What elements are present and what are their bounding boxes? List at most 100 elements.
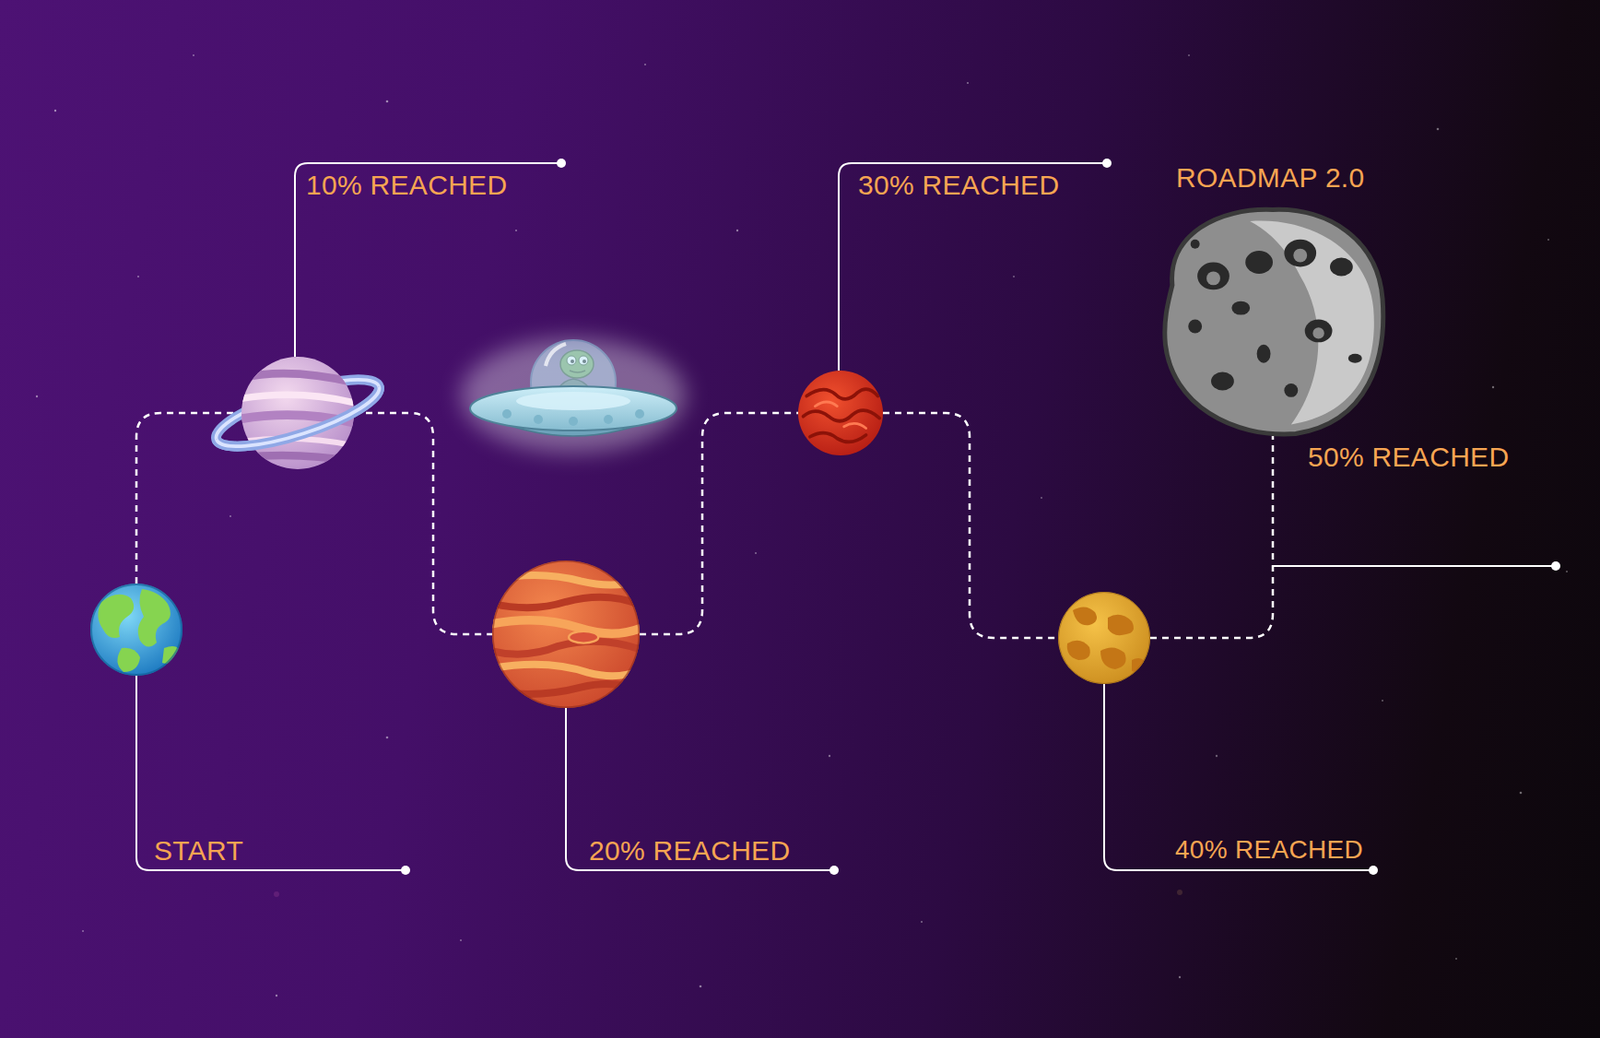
planet-art [492, 560, 640, 708]
moon-crater [1348, 353, 1363, 364]
star [920, 920, 923, 923]
red-planet-glow [814, 401, 837, 407]
star [1040, 496, 1043, 499]
leader-line [136, 675, 406, 871]
jupiter-node: 20% REACHED [492, 560, 640, 708]
yellow-planet-node: 40% REACHED [1058, 591, 1151, 684]
star [699, 985, 703, 989]
star [754, 552, 757, 554]
milestone-label: 20% REACHED [588, 835, 790, 866]
milestone-label: 40% REACHED [1175, 835, 1364, 865]
red-planet-glow [844, 423, 867, 428]
saturn-stripe [235, 373, 360, 384]
red-planet-swirl [803, 410, 881, 422]
earth-edge [91, 584, 182, 675]
leader-line [838, 163, 1107, 371]
star [1176, 889, 1183, 895]
yellow-planet-blotch [1107, 614, 1134, 636]
moon-crater [1190, 239, 1200, 249]
moon-crater [1257, 344, 1271, 364]
leader-dot [400, 865, 411, 875]
jupiter-band [484, 641, 648, 655]
planet-art [1158, 207, 1388, 436]
saturn-ring-front-inner [216, 386, 387, 459]
art-detail [216, 386, 387, 459]
art-detail [484, 575, 648, 695]
star [736, 229, 739, 232]
star [54, 109, 57, 112]
leader-line [294, 163, 562, 357]
star [1436, 128, 1440, 131]
moon-crater [1197, 262, 1230, 291]
star [1012, 275, 1015, 278]
star [1565, 570, 1568, 573]
art-detail [803, 388, 881, 442]
ufo-porthole [603, 414, 613, 424]
ufo-saucer [470, 386, 677, 431]
moon-crater [1305, 319, 1333, 343]
leader-line [565, 707, 835, 871]
jupiter-spot [568, 631, 599, 644]
leader-dots [400, 158, 1561, 875]
ufo-porthole [502, 409, 512, 419]
jupiter-edge [493, 561, 639, 707]
dashed-route [136, 412, 242, 584]
dashed-route [639, 412, 799, 635]
moon-crater-floor [1206, 270, 1221, 285]
star [229, 515, 232, 518]
moon-crater-floor [1293, 248, 1307, 263]
star [459, 939, 462, 942]
red-planet-ball [798, 370, 883, 456]
red-planet-node: 30% REACHED [798, 370, 883, 456]
planet-art [241, 356, 354, 470]
ufo-glow [460, 338, 686, 453]
moon-light-side [1249, 220, 1375, 424]
earth-land [117, 647, 141, 672]
ufo-dome-shine [545, 343, 566, 366]
earth-land [138, 588, 171, 648]
leader-line [1272, 564, 1556, 567]
saturn-ring-front [216, 386, 387, 459]
star [1215, 754, 1218, 757]
star [273, 891, 280, 897]
star [644, 63, 647, 66]
jupiter-band [484, 683, 648, 695]
star [1519, 791, 1523, 795]
planet-art [1058, 591, 1151, 684]
ufo-porthole [568, 416, 578, 426]
planet-art [90, 583, 183, 676]
ufo-illustration [460, 338, 686, 453]
jupiter-band [484, 664, 648, 676]
star [1178, 976, 1181, 978]
yellow-planet-ball [1058, 591, 1151, 684]
saturn-stripe [235, 455, 360, 463]
star [828, 754, 831, 757]
moon-node: ROADMAP 2.050% REACHED [1158, 207, 1388, 436]
leader-dot [1368, 865, 1378, 875]
milestone-label: 50% REACHED [1307, 441, 1509, 472]
ufo-rim [516, 391, 631, 411]
red-planet-swirl [806, 388, 878, 400]
star [386, 100, 389, 104]
art-detail [97, 588, 181, 672]
earth-land [97, 594, 134, 638]
milestone-label: START [153, 835, 244, 866]
art-detail [1206, 248, 1325, 340]
dashed-route [882, 412, 1059, 638]
star [1492, 386, 1495, 389]
milestone-label: 30% REACHED [858, 169, 1059, 200]
yellow-planet-blotch [1100, 647, 1127, 670]
moon-crater-floor [1312, 327, 1324, 339]
star [1547, 238, 1550, 241]
yellow-planet-blotch [1067, 640, 1091, 660]
ufo-porthole [533, 414, 543, 424]
red-planet-swirl [810, 433, 867, 443]
earth-ocean [90, 583, 183, 676]
leader-dot [1551, 561, 1561, 571]
jupiter-band [484, 620, 648, 635]
star [192, 54, 195, 57]
leader-dot [829, 865, 839, 875]
